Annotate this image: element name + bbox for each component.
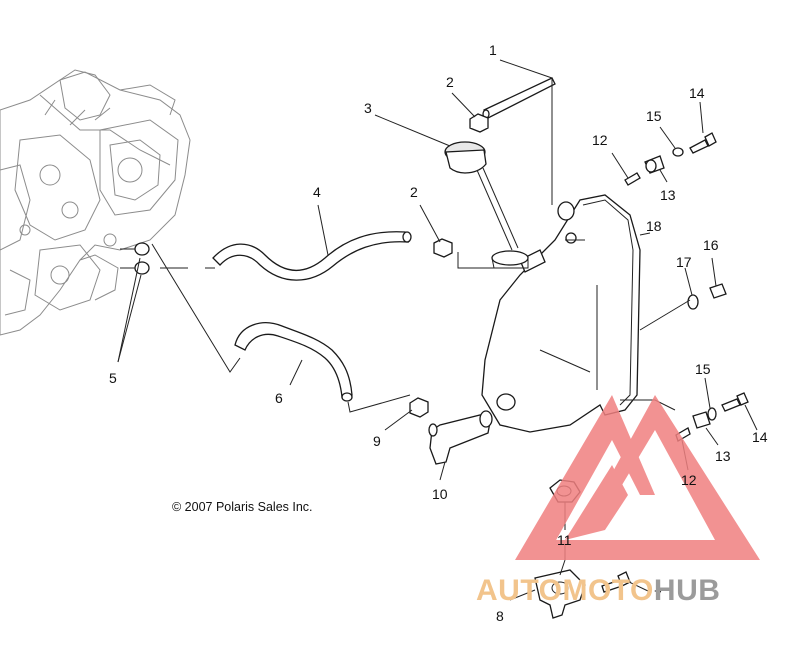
watermark-text-secondary: HUB bbox=[653, 574, 721, 607]
callout-17: 17 bbox=[676, 254, 692, 270]
callout-labels: 1 2 3 2 4 5 6 9 10 11 8 7 12 13 14 15 18… bbox=[109, 42, 768, 624]
fitting-5 bbox=[120, 242, 150, 275]
oil-tank-18 bbox=[481, 194, 641, 433]
hardware-lower bbox=[675, 392, 749, 442]
callout-2-upper: 2 bbox=[446, 74, 454, 90]
callout-5: 5 bbox=[109, 370, 117, 386]
dipstick-cap-3 bbox=[444, 141, 529, 269]
callout-10: 10 bbox=[432, 486, 448, 502]
callout-13-upper: 13 bbox=[660, 187, 676, 203]
hose-4 bbox=[212, 231, 412, 281]
callout-12-upper: 12 bbox=[592, 132, 608, 148]
callout-7: 7 bbox=[654, 587, 662, 603]
watermark-text: AUTOMOTOHUB bbox=[476, 574, 720, 608]
clamp-2-lower bbox=[433, 238, 453, 258]
callout-15-lower: 15 bbox=[695, 361, 711, 377]
hose-1 bbox=[482, 77, 556, 119]
callout-16: 16 bbox=[703, 237, 719, 253]
clamp-9 bbox=[409, 397, 429, 418]
callout-18: 18 bbox=[646, 218, 662, 234]
callout-2-lower: 2 bbox=[410, 184, 418, 200]
hardware-16-17 bbox=[687, 283, 727, 310]
clamp-2-upper bbox=[469, 113, 489, 133]
callout-8: 8 bbox=[496, 608, 504, 624]
hose-6 bbox=[234, 322, 353, 402]
callout-12-lower: 12 bbox=[681, 472, 697, 488]
callout-14-lower: 14 bbox=[752, 429, 768, 445]
callout-15-upper: 15 bbox=[646, 108, 662, 124]
callout-14-upper: 14 bbox=[689, 85, 705, 101]
bracket-8 bbox=[534, 569, 586, 619]
watermark-logo bbox=[515, 395, 760, 560]
copyright-text: © 2007 Polaris Sales Inc. bbox=[172, 500, 313, 514]
watermark-text-primary: AUTOMOTO bbox=[476, 574, 654, 607]
callout-1: 1 bbox=[489, 42, 497, 58]
elbow-fitting-10 bbox=[428, 410, 493, 465]
callout-11: 11 bbox=[557, 532, 572, 548]
bolt-7 bbox=[601, 571, 631, 593]
engine-block bbox=[0, 69, 191, 336]
callout-9: 9 bbox=[373, 433, 381, 449]
callout-13-lower: 13 bbox=[715, 448, 731, 464]
callout-6: 6 bbox=[275, 390, 283, 406]
callout-3: 3 bbox=[364, 100, 372, 116]
hardware-upper bbox=[624, 132, 717, 186]
callout-4: 4 bbox=[313, 184, 321, 200]
leader-lines bbox=[117, 59, 758, 601]
